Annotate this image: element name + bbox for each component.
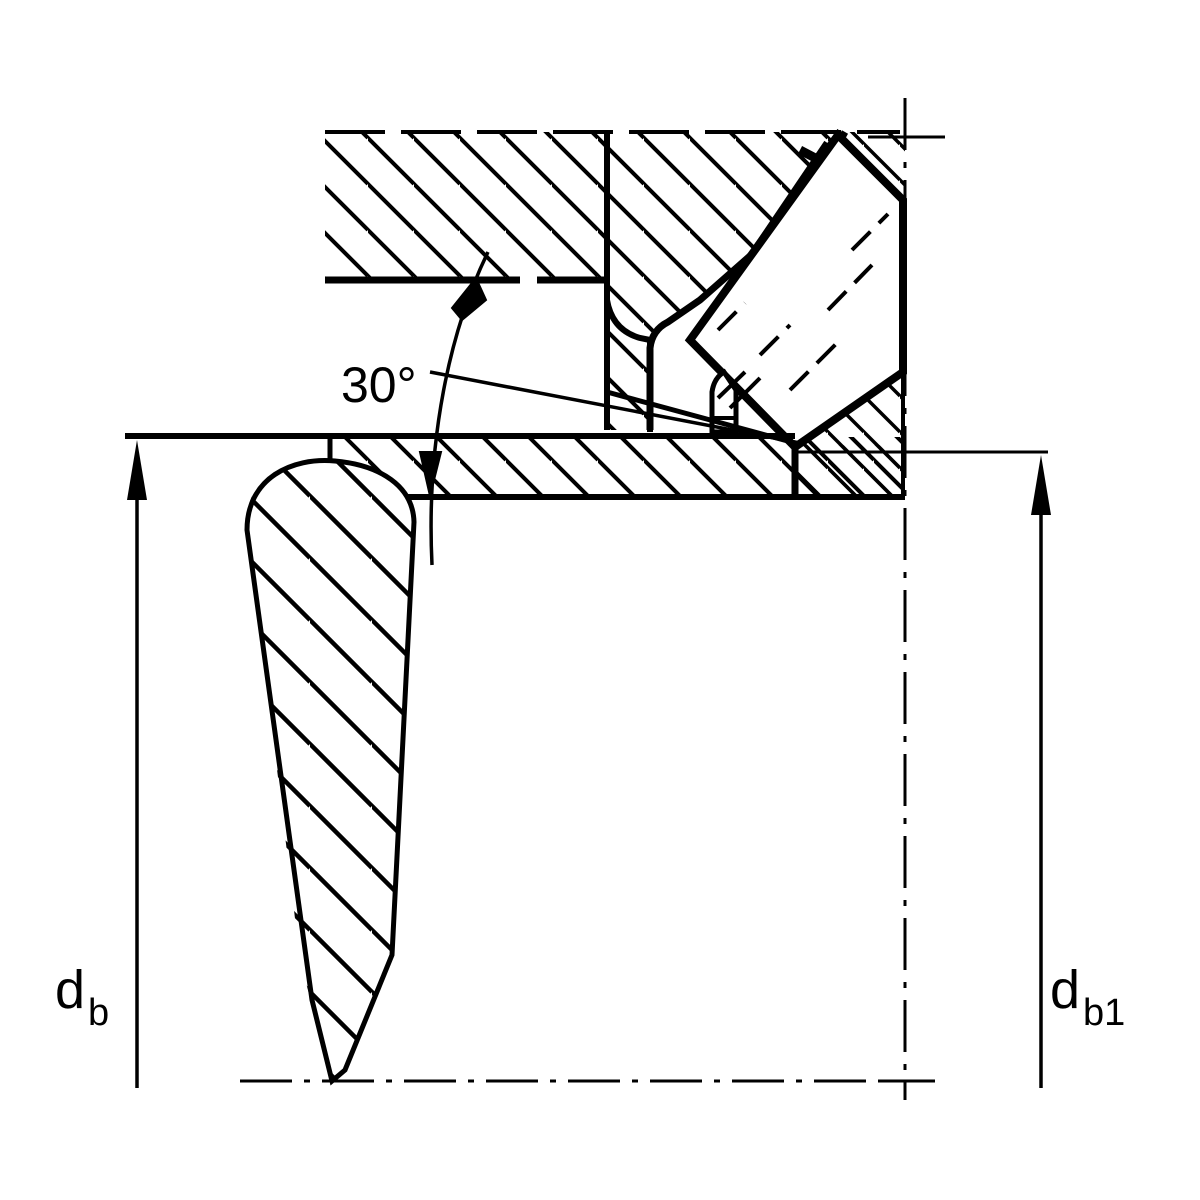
dimension-db: d b xyxy=(55,433,340,1088)
angle-arrowhead-lower xyxy=(418,451,443,497)
housing-fillet xyxy=(604,299,651,343)
angle-label-text: 30° xyxy=(341,357,417,413)
db1-label-subscript: b1 xyxy=(1083,992,1125,1034)
angle-annotation-30deg: 30° xyxy=(341,251,801,566)
db1-arrowhead-icon xyxy=(1031,455,1051,515)
db1-label-symbol: d xyxy=(1050,960,1080,1020)
cage-rib-hatch-1 xyxy=(716,370,747,400)
tapered-roller-section xyxy=(244,458,417,1086)
tapered-roller-upper xyxy=(684,128,907,453)
angle-leader-line xyxy=(429,370,801,445)
db-label-subscript: b xyxy=(88,992,109,1034)
angle-arrowhead-upper xyxy=(450,276,488,322)
db-label-symbol: d xyxy=(55,960,85,1020)
dimension-db1: d b1 xyxy=(1031,455,1125,1088)
db-arrowhead-icon xyxy=(127,440,147,500)
cage-rib-hatch-2 xyxy=(728,376,762,410)
roller-face-edge xyxy=(690,140,828,342)
roller-hidden-lines xyxy=(716,212,890,392)
